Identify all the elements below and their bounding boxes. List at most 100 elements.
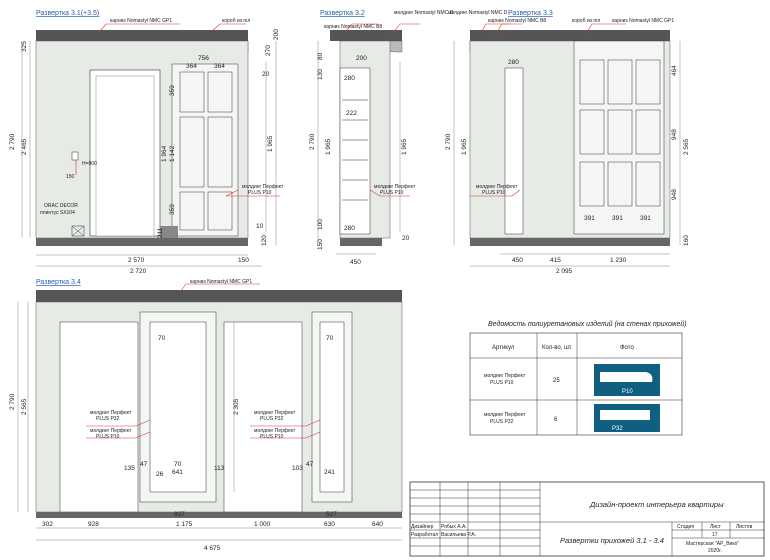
role-designer: Дизайнер bbox=[411, 523, 434, 530]
dim-1142: 1 142 bbox=[169, 145, 176, 162]
elevation-3-4: Развертка 3.4 карниз Nomastyl NMC GP1 мо… bbox=[9, 279, 403, 552]
dim-1965: 1 965 bbox=[325, 138, 332, 155]
panel bbox=[179, 191, 205, 231]
dim-450: 450 bbox=[350, 259, 361, 266]
dim-70: 70 bbox=[326, 335, 334, 342]
panel bbox=[607, 59, 633, 105]
dim-47: 47 bbox=[306, 461, 314, 468]
elevation-3-2: Развертка 3.2 карниз Nomastyl NMC B8 мол… bbox=[309, 10, 454, 266]
elevation-3-3: Развертка 3.3 молдинг Nomastyl NMC D кар… bbox=[445, 10, 690, 275]
dim-270: 270 bbox=[265, 45, 272, 56]
dim-2790: 2 790 bbox=[309, 133, 316, 150]
photo-tag: P32 bbox=[612, 426, 623, 432]
dim-2565: 2 565 bbox=[683, 138, 690, 155]
molding-inner bbox=[149, 321, 207, 493]
dim-464: 464 bbox=[671, 65, 678, 76]
studio-year: 2020г. bbox=[708, 548, 722, 554]
ceiling-slab bbox=[330, 30, 402, 41]
label-molding-p10-type: PLUS P10 bbox=[380, 190, 404, 196]
ceiling-slab bbox=[36, 30, 248, 41]
dim-2720: 2 720 bbox=[130, 268, 147, 275]
title-3-4: Развертка 3.4 bbox=[36, 279, 81, 286]
label-molding-p32: молдинг Перфект bbox=[90, 410, 132, 416]
label-molding-p10: молдинг Перфект bbox=[242, 184, 284, 190]
label-molding-p32-type: PLUS P32 bbox=[260, 416, 284, 422]
dim-130: 130 bbox=[317, 69, 324, 80]
dim-948: 948 bbox=[671, 189, 678, 200]
label-molding-p10: молдинг Перфект bbox=[90, 428, 132, 434]
row-article: молдинг Перфект bbox=[484, 373, 526, 379]
dim-2465: 2 465 bbox=[21, 138, 28, 155]
sheet-title: Развертки прихожей 3.1 - 3.4 bbox=[560, 536, 664, 545]
role-developer: Разработал bbox=[411, 532, 438, 538]
label-molding-p10-type: PLUS P10 bbox=[96, 434, 120, 440]
panel bbox=[635, 161, 661, 207]
label-korob: короб из гкл bbox=[572, 18, 600, 24]
col-stage: Стадия bbox=[677, 524, 694, 530]
panel bbox=[607, 161, 633, 207]
dim-241: 241 bbox=[324, 469, 335, 476]
label-molding-p10-type: PLUS P10 bbox=[482, 190, 506, 196]
title-3-3: Развертка 3.3 bbox=[508, 10, 553, 17]
label-molding-d: молдинг Nomastyl NMC D bbox=[448, 10, 508, 16]
title-3-1: Развертка 3.1(+3.5) bbox=[36, 10, 99, 17]
molding-profile-icon bbox=[600, 372, 653, 382]
dim-325: 325 bbox=[21, 41, 28, 52]
dim-641: 641 bbox=[172, 469, 183, 476]
photo-tag: P10 bbox=[622, 389, 633, 395]
dim-1000: 1 000 bbox=[254, 521, 271, 528]
dim-2095: 2 095 bbox=[556, 268, 573, 275]
dim-364: 364 bbox=[186, 63, 197, 70]
dim-391: 391 bbox=[612, 215, 623, 222]
label-cornice-gp1: карниз Nomastyl NMC GP1 bbox=[612, 18, 674, 24]
dim-1175: 1 175 bbox=[176, 521, 193, 528]
col-qty: Кол-во, шт bbox=[542, 345, 572, 351]
bench bbox=[160, 226, 178, 238]
label-molding-p10: молдинг Перфект bbox=[476, 184, 518, 190]
row-qty: 6 bbox=[554, 417, 558, 423]
label-molding-p10: молдинг Перфект bbox=[374, 184, 416, 190]
label-molding-p32: молдинг Перфект bbox=[254, 410, 296, 416]
panel bbox=[179, 71, 205, 113]
label-molding-d: молдинг Nomastyl NMC D bbox=[394, 10, 454, 16]
door-opening bbox=[223, 321, 303, 513]
dim-391: 391 bbox=[584, 215, 595, 222]
row-qty: 25 bbox=[553, 378, 560, 384]
col-sheets: Листов bbox=[736, 524, 753, 530]
studio-name: Мастерская "АР_Вико" bbox=[686, 541, 739, 547]
dim-150: 150 bbox=[238, 257, 249, 264]
panel bbox=[179, 116, 205, 188]
project-title: Дизайн-проект интерьера квартиры bbox=[589, 500, 724, 509]
dim-630: 630 bbox=[324, 521, 335, 528]
panel bbox=[635, 59, 661, 105]
dim-4675: 4 675 bbox=[204, 545, 221, 552]
dim-2565: 2 565 bbox=[21, 398, 28, 415]
dim-1965-right: 1 965 bbox=[401, 138, 408, 155]
floor-slab bbox=[340, 238, 382, 246]
dim-100: 100 bbox=[317, 219, 324, 230]
panel bbox=[207, 191, 233, 231]
table-title: Ведомость полиуретановых изделий (на сте… bbox=[488, 320, 687, 328]
elevation-3-1: Развертка 3.1(+3.5) bbox=[9, 10, 284, 275]
dim-1965: 1 965 bbox=[461, 138, 468, 155]
dim-10: 10 bbox=[256, 223, 264, 230]
floor-slab bbox=[36, 512, 402, 518]
panel bbox=[207, 71, 233, 113]
dim-160: 160 bbox=[683, 235, 690, 246]
dim-450: 450 bbox=[512, 257, 523, 264]
dim-103: 103 bbox=[292, 465, 303, 472]
dim-120: 120 bbox=[261, 235, 268, 246]
door-opening bbox=[59, 321, 139, 513]
dim-280: 280 bbox=[344, 75, 355, 82]
label-molding-p32-type: PLUS P32 bbox=[96, 416, 120, 422]
dim-135: 135 bbox=[124, 465, 135, 472]
row-article-type: PLUS P32 bbox=[490, 419, 514, 425]
row-article: молдинг Перфект bbox=[484, 412, 526, 418]
label-orac: ORAC DECOR bbox=[44, 203, 78, 209]
dim-47: 47 bbox=[140, 461, 148, 468]
dim-364: 364 bbox=[214, 63, 225, 70]
dim-280: 280 bbox=[344, 225, 355, 232]
label-cornice-b8: карниз Nomastyl NMC B8 bbox=[488, 18, 546, 24]
col-article: Артикул bbox=[492, 345, 515, 351]
